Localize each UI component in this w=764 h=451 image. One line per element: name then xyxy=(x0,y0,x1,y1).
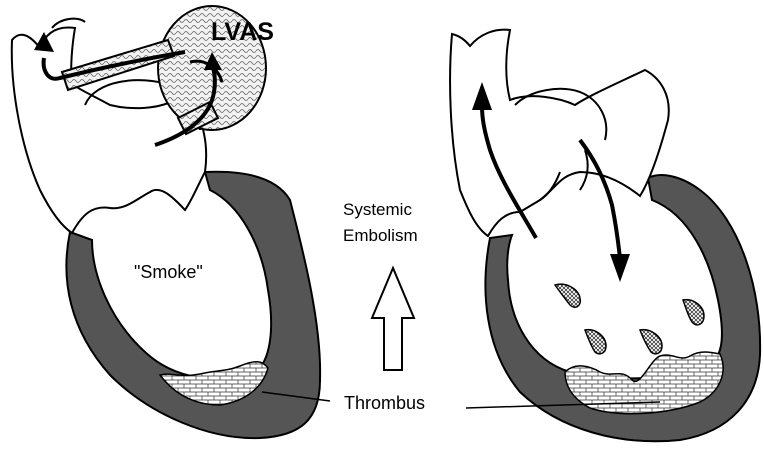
embolism-label-line2: Embolism xyxy=(343,226,418,245)
embolus-2 xyxy=(683,300,704,325)
right-heart xyxy=(450,30,760,442)
smoke-label: "Smoke" xyxy=(134,262,203,282)
embolism-indicator xyxy=(372,268,414,370)
embolism-up-arrow xyxy=(372,268,414,370)
embolus-1 xyxy=(555,284,580,307)
lvas-label: LVAS xyxy=(211,18,274,46)
left-heart xyxy=(12,6,320,438)
thrombus-label: Thrombus xyxy=(344,393,425,413)
embolus-4 xyxy=(640,330,662,354)
right-great-vessels xyxy=(450,30,669,236)
embolism-label-line1: Systemic xyxy=(343,200,412,219)
embolus-3 xyxy=(585,330,606,354)
right-inflow-arrowhead xyxy=(610,254,630,282)
